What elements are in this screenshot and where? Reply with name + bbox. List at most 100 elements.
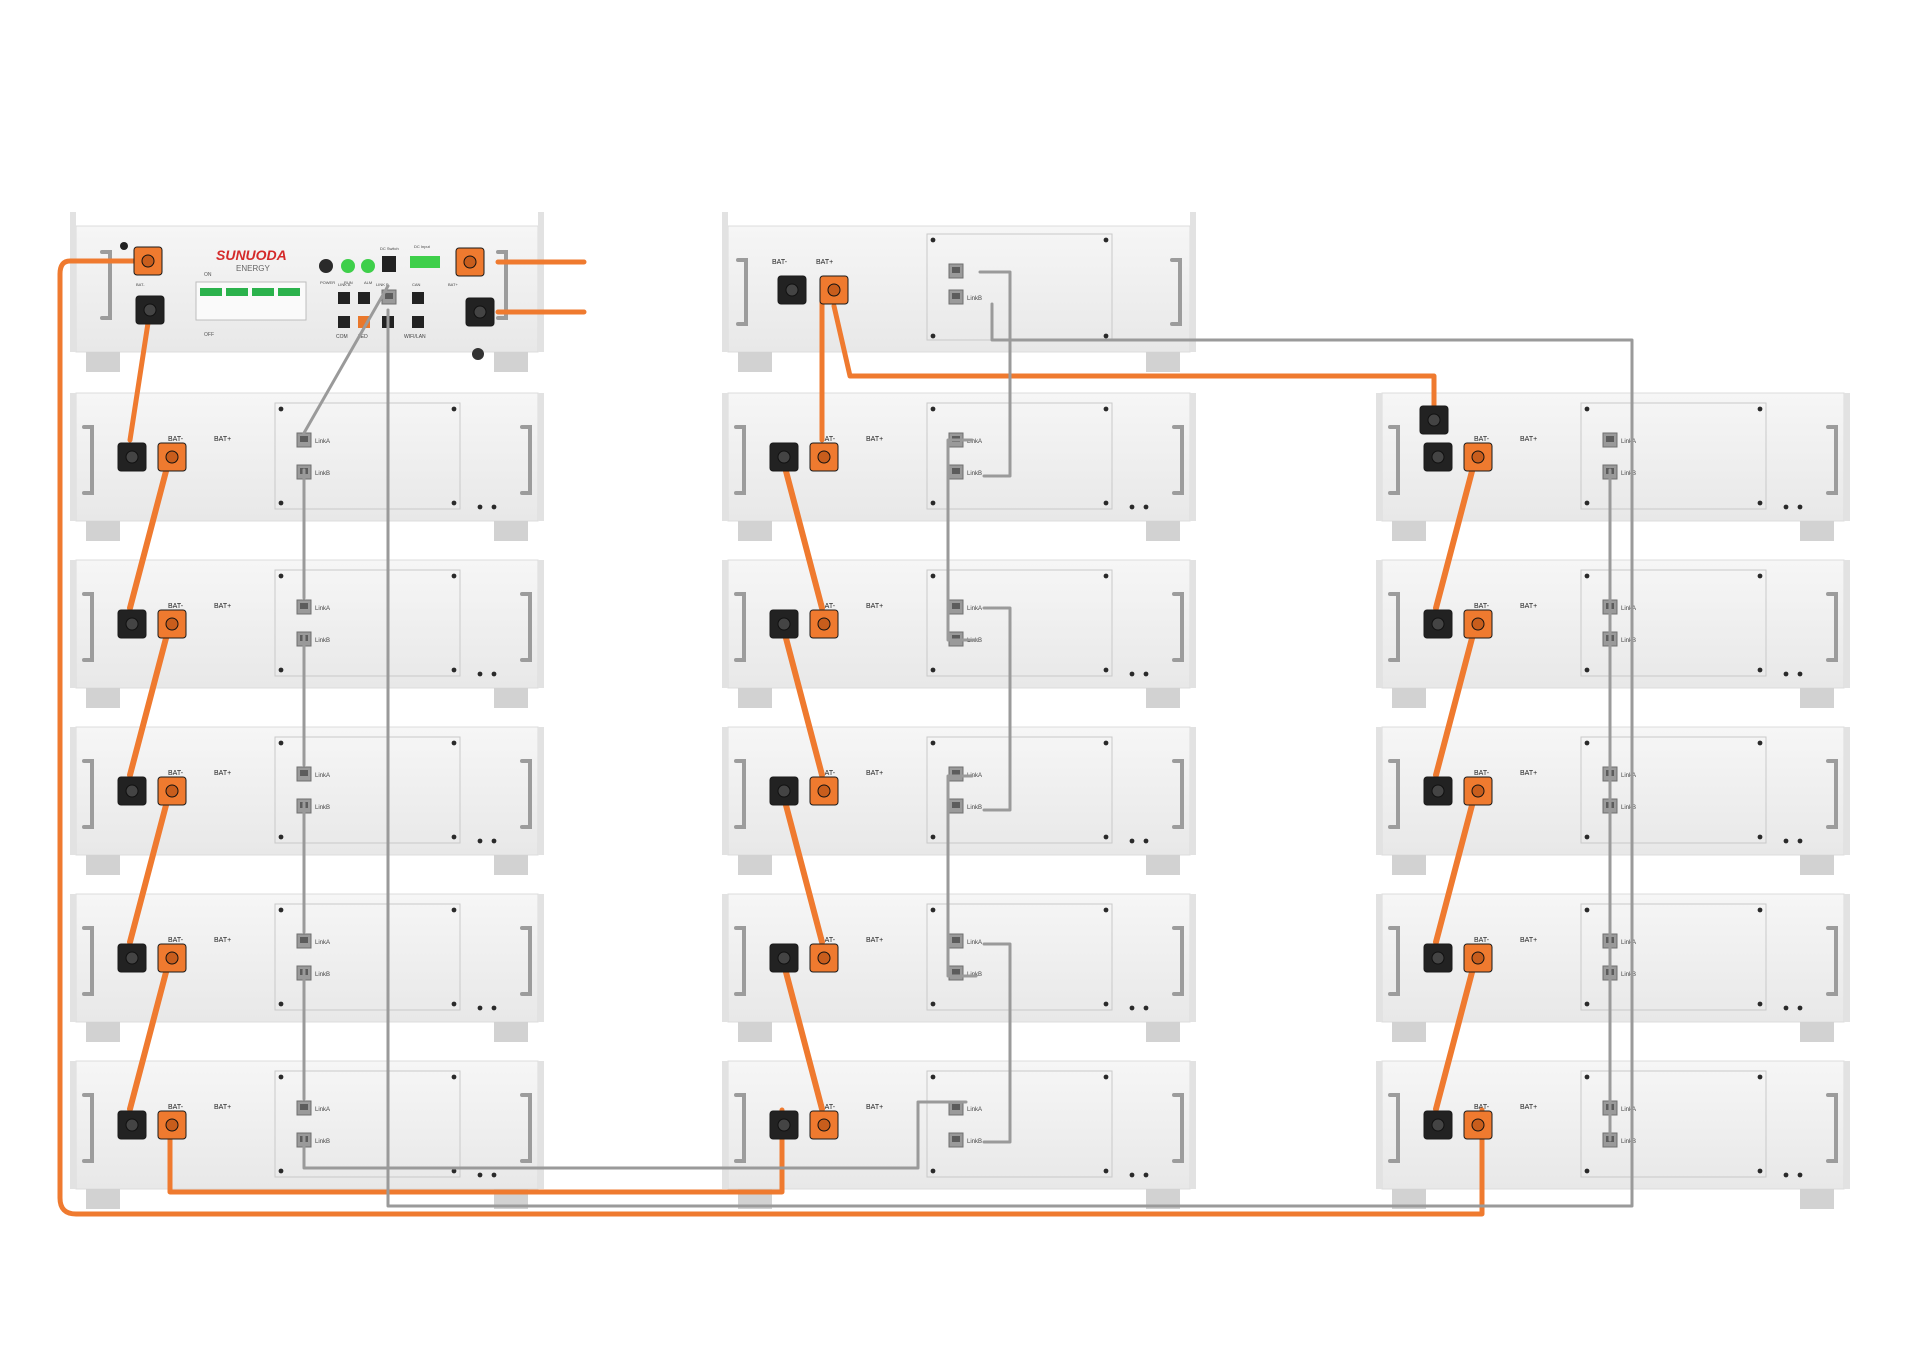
left-module-4-neg-plug[interactable] [117,943,147,973]
link-b-port[interactable] [948,464,964,480]
controller-in-plug[interactable] [465,297,495,327]
link-b-port[interactable] [948,1132,964,1148]
left-handle[interactable] [734,592,746,662]
right-handle[interactable] [520,592,532,662]
middle-module-4-pos-plug[interactable] [809,943,839,973]
left-module-3-neg-plug[interactable] [117,776,147,806]
link-a-port[interactable] [296,1100,312,1116]
right-handle[interactable] [1170,258,1182,326]
dc-switch[interactable] [382,256,396,272]
left-handle[interactable] [1388,592,1400,662]
right-handle[interactable] [1826,592,1838,662]
right-handle[interactable] [520,425,532,495]
breaker-switch[interactable] [278,288,300,296]
middle-module-5-neg-plug[interactable] [769,1110,799,1140]
left-module-1-pos-plug[interactable] [157,442,187,472]
right-handle[interactable] [1172,926,1184,996]
right-module-3-neg-plug[interactable] [1423,776,1453,806]
right-handle[interactable] [1172,759,1184,829]
left-handle[interactable] [100,250,112,320]
middle-module-3-pos-plug[interactable] [809,776,839,806]
left-handle[interactable] [82,592,94,662]
left-handle[interactable] [1388,759,1400,829]
dc-input-terminal[interactable] [410,256,440,268]
right-module-4-neg-plug[interactable] [1423,943,1453,973]
controller-bat-pos-plug[interactable] [455,247,485,277]
controller-out-plug[interactable] [135,295,165,325]
left-module-2-pos-plug[interactable] [157,609,187,639]
left-handle[interactable] [1388,1093,1400,1163]
right-handle[interactable] [1172,1093,1184,1163]
link-a-port[interactable] [948,766,964,782]
middle-top-pos-plug[interactable] [819,275,849,305]
rail-bracket [1146,1189,1180,1209]
right-module-5-neg-plug[interactable] [1423,1110,1453,1140]
left-module-4-pos-plug[interactable] [157,943,187,973]
right-handle[interactable] [520,926,532,996]
controller-bat-neg-plug[interactable] [133,246,163,276]
left-handle[interactable] [1388,425,1400,495]
right-handle[interactable] [496,250,508,320]
left-handle[interactable] [734,425,746,495]
left-handle[interactable] [82,759,94,829]
link-a-port[interactable] [296,933,312,949]
right-handle[interactable] [520,759,532,829]
middle-module-2-neg-plug[interactable] [769,609,799,639]
right-module-1-neg-plug[interactable] [1423,442,1453,472]
power-button-icon[interactable] [319,259,333,273]
breaker-switch[interactable] [200,288,222,296]
middle-module-1-neg-plug[interactable] [769,442,799,472]
com-port[interactable] [338,316,350,328]
right-handle[interactable] [1826,425,1838,495]
link-b-port[interactable] [948,965,964,981]
middle-module-3-neg-plug[interactable] [769,776,799,806]
right-handle[interactable] [1826,1093,1838,1163]
left-handle[interactable] [734,759,746,829]
right-module-5-pos-plug[interactable] [1463,1110,1493,1140]
link-a-port[interactable] [1602,432,1618,448]
link-a-port[interactable] [296,766,312,782]
left-module-5-pos-plug[interactable] [157,1110,187,1140]
left-handle[interactable] [82,1093,94,1163]
link-a-port[interactable] [296,432,312,448]
link-b-port[interactable] [948,289,964,305]
link-a-port[interactable] [948,933,964,949]
right-module-3-pos-plug[interactable] [1463,776,1493,806]
link-b-port[interactable] [948,798,964,814]
right-handle[interactable] [1826,759,1838,829]
breaker-body[interactable] [195,281,307,321]
right-handle[interactable] [1172,592,1184,662]
link-a-port[interactable] [296,599,312,615]
right-top-link-plug[interactable] [1419,405,1449,435]
breaker-switch[interactable] [226,288,248,296]
left-handle[interactable] [1388,926,1400,996]
middle-module-5-pos-plug[interactable] [809,1110,839,1140]
right-module-1-pos-plug[interactable] [1463,442,1493,472]
wifi-lan-port[interactable] [412,316,424,328]
middle-module-2-pos-plug[interactable] [809,609,839,639]
left-handle[interactable] [82,926,94,996]
middle-top-neg-plug[interactable] [777,275,807,305]
left-handle[interactable] [736,258,748,326]
middle-module-1-pos-plug[interactable] [809,442,839,472]
breaker-switch[interactable] [252,288,274,296]
link-port-2[interactable] [358,292,370,304]
left-module-3-pos-plug[interactable] [157,776,187,806]
right-handle[interactable] [1172,425,1184,495]
middle-module-4-neg-plug[interactable] [769,943,799,973]
left-handle[interactable] [82,425,94,495]
left-module-5-neg-plug[interactable] [117,1110,147,1140]
left-module-2-neg-plug[interactable] [117,609,147,639]
left-module-1-neg-plug[interactable] [117,442,147,472]
right-handle[interactable] [1826,926,1838,996]
left-handle[interactable] [734,1093,746,1163]
right-module-2-pos-plug[interactable] [1463,609,1493,639]
right-module-2-neg-plug[interactable] [1423,609,1453,639]
link-a-port[interactable] [948,263,964,279]
right-handle[interactable] [520,1093,532,1163]
link-a-port[interactable] [948,599,964,615]
can-port[interactable] [412,292,424,304]
left-handle[interactable] [734,926,746,996]
right-module-4-pos-plug[interactable] [1463,943,1493,973]
link-port-1[interactable] [338,292,350,304]
